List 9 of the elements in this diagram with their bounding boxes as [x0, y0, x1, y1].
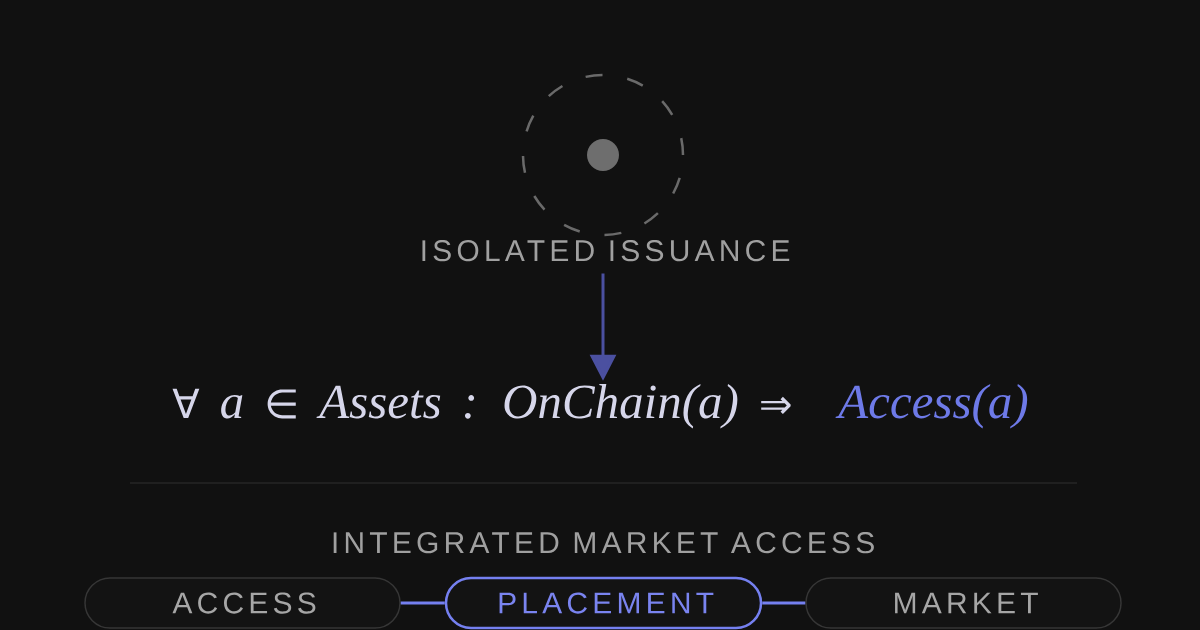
connector-line [762, 601, 806, 605]
node-label: ISOLATED ISSUANCE [422, 240, 790, 262]
section-heading: INTEGRATED MARKET ACCESS [333, 532, 874, 554]
formula-text: ∀ a ∈ Assets : OnChain(a) ⇒ [172, 384, 791, 429]
pill-box: MARKET [805, 577, 1122, 629]
pill-box: ACCESS [84, 577, 401, 629]
formula-highlight: Access(a) [835, 384, 1028, 429]
connector-line [400, 601, 445, 605]
pill-box: PLACEMENT [444, 576, 763, 630]
